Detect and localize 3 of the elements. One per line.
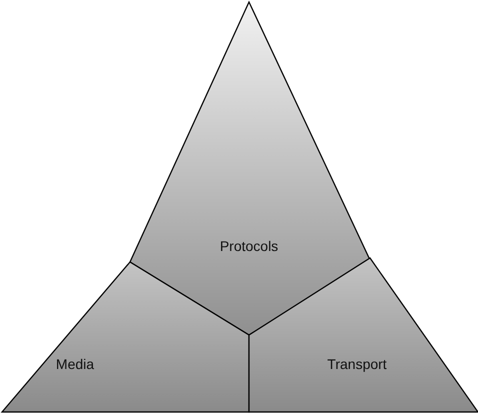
segment-label: Media: [56, 356, 94, 372]
segment-label: Transport: [327, 356, 387, 372]
segment-label: Protocols: [220, 238, 278, 254]
